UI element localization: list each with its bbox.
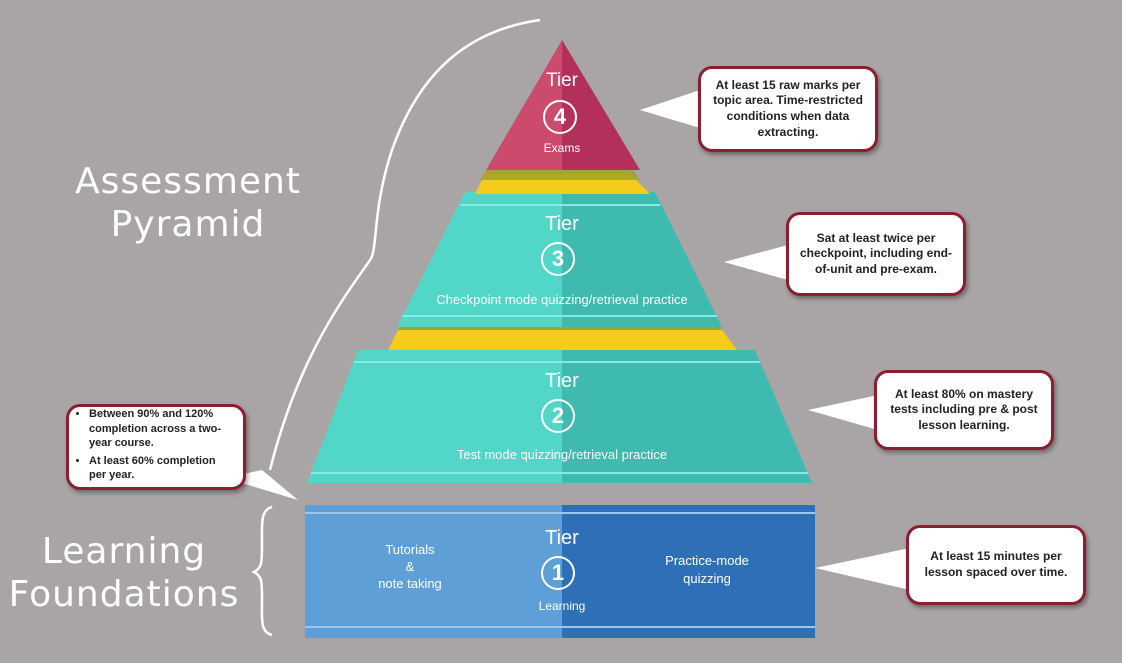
completion-list: Between 90% and 120% completion across a… [77, 407, 235, 486]
tier-4-block [486, 40, 640, 170]
callout-completion: Between 90% and 120% completion across a… [66, 404, 246, 490]
learning-foundations-label: Learning Foundations [0, 530, 248, 616]
callout-tier3: Sat at least twice per checkpoint, inclu… [786, 212, 966, 296]
callout-tier1: At least 15 minutes per lesson spaced ov… [906, 525, 1086, 605]
callout-tier1-text: At least 15 minutes per lesson spaced ov… [924, 549, 1068, 579]
tier-3-block [397, 192, 722, 327]
callout-tier2: At least 80% on mastery tests including … [874, 370, 1054, 450]
tier1-left-line1: Tutorials [385, 542, 435, 557]
tier1-right-text: Practice-mode quizzing [642, 552, 772, 587]
callout-tail-tier3 [724, 245, 788, 280]
completion-item-2: At least 60% completion per year. [89, 454, 235, 483]
tier-2-block [307, 350, 812, 483]
tier3-number-badge: 3 [541, 242, 575, 276]
callout-tail-tier1 [815, 548, 910, 590]
tier-1-block [305, 505, 815, 638]
assessment-label-line1: Assessment [75, 161, 301, 202]
tier4-number-badge: 4 [543, 100, 577, 134]
tier1-left-text: Tutorials & note taking [345, 542, 475, 593]
tier1-right-line2: quizzing [683, 570, 731, 586]
learning-label-line1: Learning [41, 531, 207, 572]
callout-tail-tier2 [808, 395, 878, 430]
tier2-number-badge: 2 [541, 399, 575, 433]
assessment-label-line2: Pyramid [110, 204, 266, 246]
tier4-name: Exams [543, 141, 581, 155]
tier4-heading: Tier [545, 70, 579, 91]
tier1-left-line2: & [405, 558, 415, 574]
assessment-bracket [268, 18, 541, 471]
tier1-number-badge: 1 [541, 556, 575, 590]
tier2-name: Test mode quizzing/retrieval practice [456, 447, 668, 462]
tier1-heading: Tier [545, 527, 579, 549]
learning-label-line2: Foundations [8, 574, 240, 616]
callout-tier2-text: At least 80% on mastery tests including … [890, 386, 1038, 432]
tier3-heading: Tier [545, 213, 579, 235]
completion-item-1: Between 90% and 120% completion across a… [89, 407, 235, 450]
tier2-heading: Tier [545, 370, 579, 392]
connector-3-2 [388, 330, 737, 350]
callout-tier4-text: At least 15 raw marks per topic area. Ti… [713, 77, 863, 139]
tier3-name: Checkpoint mode quizzing/retrieval pract… [436, 292, 688, 307]
tier1-right-line1: Practice-mode [665, 553, 749, 568]
learning-foundations-brace [251, 505, 273, 637]
callout-tier3-text: Sat at least twice per checkpoint, inclu… [799, 230, 952, 276]
callout-tail-tier4 [640, 90, 700, 128]
callout-tier4: At least 15 raw marks per topic area. Ti… [698, 66, 878, 152]
assessment-pyramid-label: Assessment Pyramid [72, 160, 304, 246]
tier1-left-line3: note taking [378, 575, 442, 591]
tier1-name: Learning [538, 599, 586, 613]
